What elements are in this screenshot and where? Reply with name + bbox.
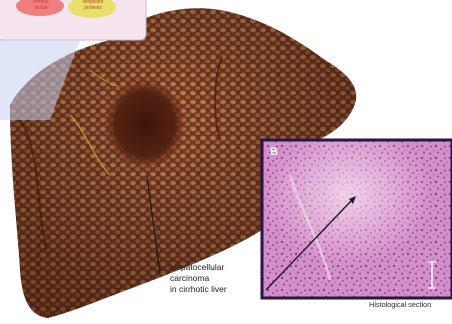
histology-caption: Histological section — [369, 300, 431, 309]
inset-right-text: Amplified proteins — [78, 0, 108, 11]
inset-left-text: normal tissue — [26, 0, 56, 11]
callout-line-1: Hepatocellular — [170, 262, 280, 273]
histology-panel — [262, 140, 452, 298]
tumor-callout: Hepatocellular carcinoma in cirrhotic li… — [170, 262, 280, 295]
callout-line-3: in cirrhotic liver — [170, 284, 280, 295]
callout-line-2: carcinoma — [170, 273, 280, 284]
tumor-mass — [105, 80, 185, 168]
histology-panel-label: B — [270, 146, 278, 158]
